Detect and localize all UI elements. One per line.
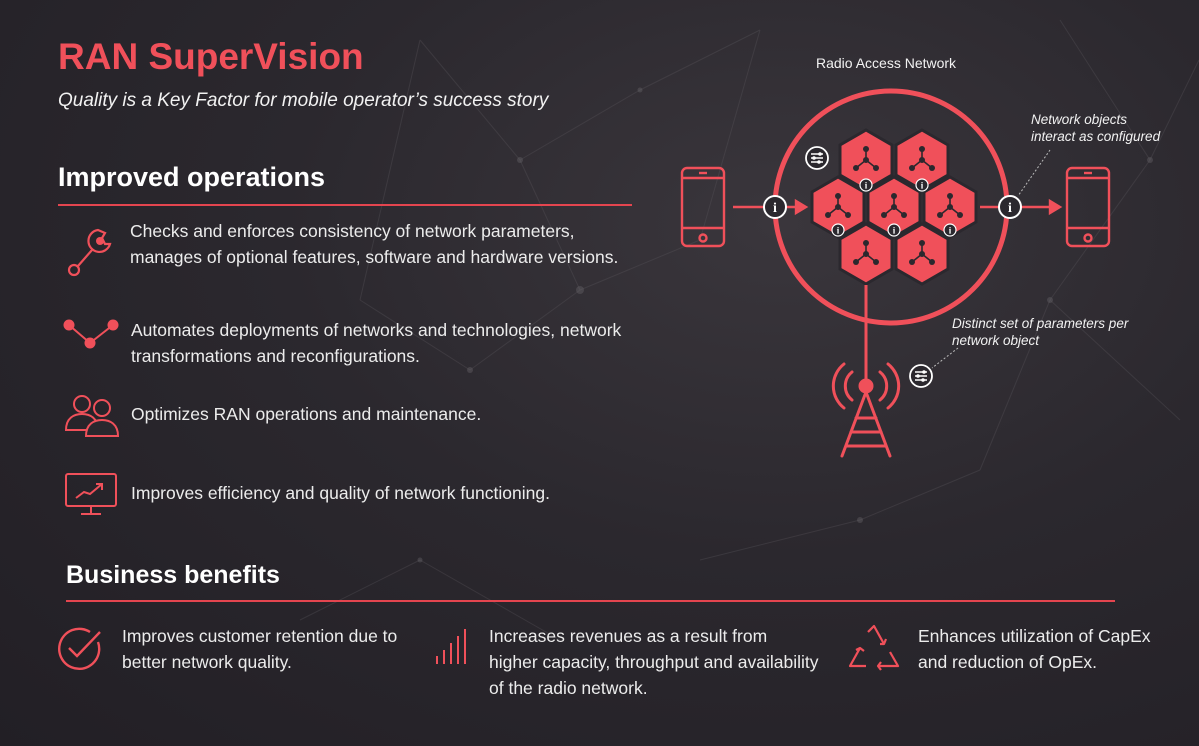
cell-hexagon <box>838 222 894 286</box>
page-title: RAN SuperVision <box>58 36 364 77</box>
svg-text:i: i <box>949 226 952 236</box>
improved-operations-divider <box>58 204 632 206</box>
cell-hexagon-cluster: i i i i i <box>810 128 978 286</box>
left-phone-icon <box>680 166 726 248</box>
settings-sliders-badge-tower <box>909 364 933 388</box>
svg-text:i: i <box>921 181 924 191</box>
hex-info-badge: i <box>915 178 929 192</box>
monitor-growth-icon <box>65 473 117 515</box>
svg-text:i: i <box>1008 201 1012 216</box>
connected-nodes-icon <box>63 319 119 349</box>
callout-network-objects-text: Network objects interact as configured <box>1031 112 1161 144</box>
cell-hexagon <box>922 175 978 239</box>
cell-hexagon <box>894 222 950 286</box>
left-info-badge: i <box>763 195 787 219</box>
settings-sliders-badge-top <box>805 146 829 170</box>
wrench-node-icon <box>67 228 112 277</box>
business-benefits-divider <box>66 600 1115 602</box>
cell-hexagon <box>838 128 894 192</box>
check-circle-icon <box>58 627 101 670</box>
callout-distinct-parameters: Distinct set of parameters per network o… <box>952 315 1128 349</box>
right-info-badge: i <box>998 195 1022 219</box>
hex-info-badge: i <box>859 178 873 192</box>
svg-text:i: i <box>837 226 840 236</box>
diagram-title: Radio Access Network <box>816 55 957 71</box>
improved-operations-heading: Improved operations <box>58 162 326 192</box>
business-benefits-heading: Business benefits <box>66 561 280 589</box>
benefit-3-text: Enhances utilization of CapEx and reduct… <box>918 626 1151 672</box>
recycle-icon <box>848 624 900 671</box>
callout-distinct-parameters-text: Distinct set of parameters per network o… <box>952 316 1129 348</box>
operations-item-3-text: Optimizes RAN operations and maintenance… <box>131 404 482 424</box>
signal-bars-icon <box>436 629 466 664</box>
cell-hexagon <box>866 175 922 239</box>
hex-info-badge: i <box>831 223 845 237</box>
ran-diagram: i i i i i i i <box>680 88 1111 458</box>
right-phone-icon <box>1065 166 1111 248</box>
hex-info-badge: i <box>943 223 957 237</box>
page-subtitle: Quality is a Key Factor for mobile opera… <box>58 90 549 111</box>
svg-text:i: i <box>865 181 868 191</box>
benefit-2-text: Increases revenues as a result from high… <box>489 626 819 698</box>
operations-item-4-text: Improves efficiency and quality of netwo… <box>131 483 550 503</box>
operations-item-1-text: Checks and enforces consistency of netwo… <box>130 221 619 267</box>
svg-text:i: i <box>893 226 896 236</box>
benefit-1-text: Improves customer retention due to bette… <box>122 626 398 672</box>
hex-info-badge: i <box>887 223 901 237</box>
people-icon <box>64 395 120 437</box>
radio-tower-icon <box>831 362 901 458</box>
operations-item-2-text: Automates deployments of networks and te… <box>131 320 622 366</box>
cell-hexagon <box>810 175 866 239</box>
svg-text:i: i <box>773 201 777 216</box>
callout-network-objects: Network objects interact as configured <box>1031 111 1160 145</box>
